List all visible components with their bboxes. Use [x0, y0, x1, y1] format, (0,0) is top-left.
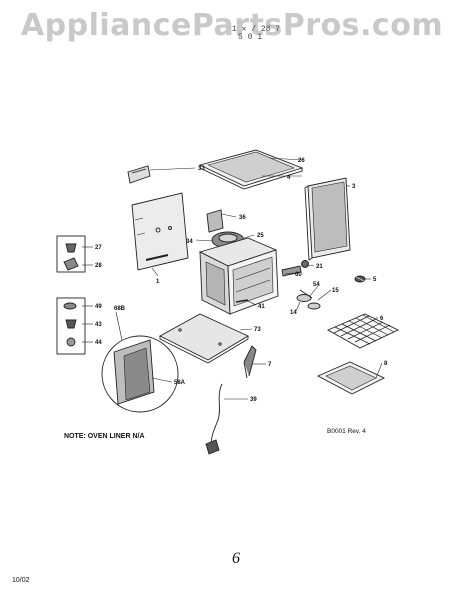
part-5-knob: [354, 275, 366, 283]
callout-33: 33: [198, 166, 205, 172]
part-41-screw: [235, 299, 249, 303]
part-27-icon: [65, 243, 77, 253]
callout-49: 49: [95, 304, 102, 310]
callout-5: 5: [373, 277, 377, 283]
part-60-fitting: [281, 265, 302, 277]
part-43-icon: [65, 319, 77, 329]
part-33-bracket: [127, 165, 151, 184]
leader-lines: [82, 157, 383, 400]
callout-34: 34: [186, 239, 193, 245]
part-73-bottom-tray: [159, 313, 249, 364]
callout-6: 6: [380, 316, 384, 322]
callout-14: 14: [290, 310, 297, 316]
part-54-hinge: [296, 289, 321, 310]
page-mark: 6: [232, 550, 240, 567]
part-8-broiler-pan: [316, 361, 386, 395]
header-label-bottom: 5 0 1: [238, 33, 263, 42]
part-39-power-cord: [205, 383, 223, 455]
callout-1: 1: [156, 279, 160, 285]
header-label-top: 1 ✕ / 28 7: [232, 25, 281, 34]
callout-labels: 33 26 4 3 36 25 34 1 60 21 5 41 54 15 14…: [95, 158, 388, 403]
note-oven-liner: NOTE: OVEN LINER N/A: [64, 433, 145, 440]
callout-8: 8: [384, 361, 388, 367]
part-49-icon: [63, 302, 77, 310]
callout-58a: 58A: [174, 380, 186, 386]
part-7-bracket: [243, 345, 257, 379]
part-26-top-panel: [198, 149, 304, 190]
callout-39: 39: [250, 397, 257, 403]
part-44-icon: [66, 337, 76, 347]
callout-box-27-28: [56, 235, 86, 273]
callout-26: 26: [298, 158, 305, 164]
callout-36: 36: [239, 215, 246, 221]
callout-68b: 68B: [114, 306, 126, 312]
part-6-oven-rack: [326, 313, 400, 349]
callout-60: 60: [295, 272, 302, 278]
part-1-side-panel: [131, 192, 189, 271]
callout-28: 28: [95, 263, 102, 269]
callout-25: 25: [257, 233, 264, 239]
callout-3: 3: [352, 184, 356, 190]
callout-73: 73: [254, 327, 261, 333]
insulation-detail: [101, 335, 179, 413]
callout-43: 43: [95, 322, 102, 328]
callout-21: 21: [316, 264, 323, 270]
callout-7: 7: [268, 362, 272, 368]
date-code: 10/02: [12, 577, 30, 584]
callout-44: 44: [95, 340, 102, 346]
callout-41: 41: [258, 304, 265, 310]
part-21-knob: [301, 260, 309, 268]
callout-27: 27: [95, 245, 102, 251]
callout-4: 4: [287, 175, 291, 181]
part-28-icon: [63, 257, 79, 271]
part-36-clip: [206, 209, 224, 233]
revision-label: B0001 Rev. 4: [327, 428, 366, 435]
callout-box-49-43-44: [56, 297, 86, 355]
callout-15: 15: [332, 288, 339, 294]
part-3-door-panel: [304, 177, 351, 261]
callout-54: 54: [313, 282, 320, 288]
watermark: AppliancePartsPros.com: [20, 8, 444, 43]
oven-body: [198, 237, 279, 315]
